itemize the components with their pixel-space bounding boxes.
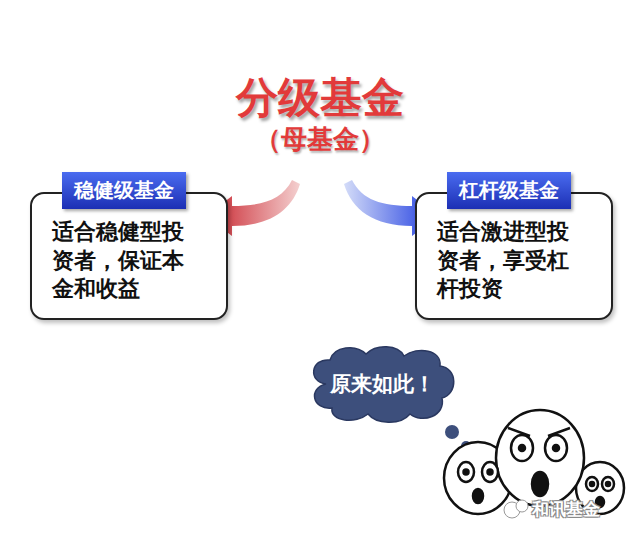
fund-box: 杠杆级基金适合激进型投资者，享受杠杆投资: [415, 192, 613, 320]
thought-dot: [445, 425, 459, 439]
heading-tab: 杠杆级基金: [447, 172, 571, 209]
diagram-title: 分级基金: [0, 70, 640, 126]
box-body: 适合稳健型投资者，保证本金和收益: [52, 218, 202, 304]
bubble-text: 原来如此！: [306, 370, 458, 398]
thought-bubble: 原来如此！: [306, 344, 458, 424]
watermark-icon: [504, 500, 528, 518]
cartoon-faces: [444, 410, 624, 514]
box-body: 适合激进型投资者，享受杠杆投资: [437, 218, 587, 304]
fund-box: 稳健级基金适合稳健型投资者，保证本金和收益: [30, 192, 228, 320]
heading-tab: 稳健级基金: [62, 172, 186, 209]
subtitle: （母基金）: [0, 122, 640, 157]
watermark: 和讯基金: [532, 498, 600, 521]
